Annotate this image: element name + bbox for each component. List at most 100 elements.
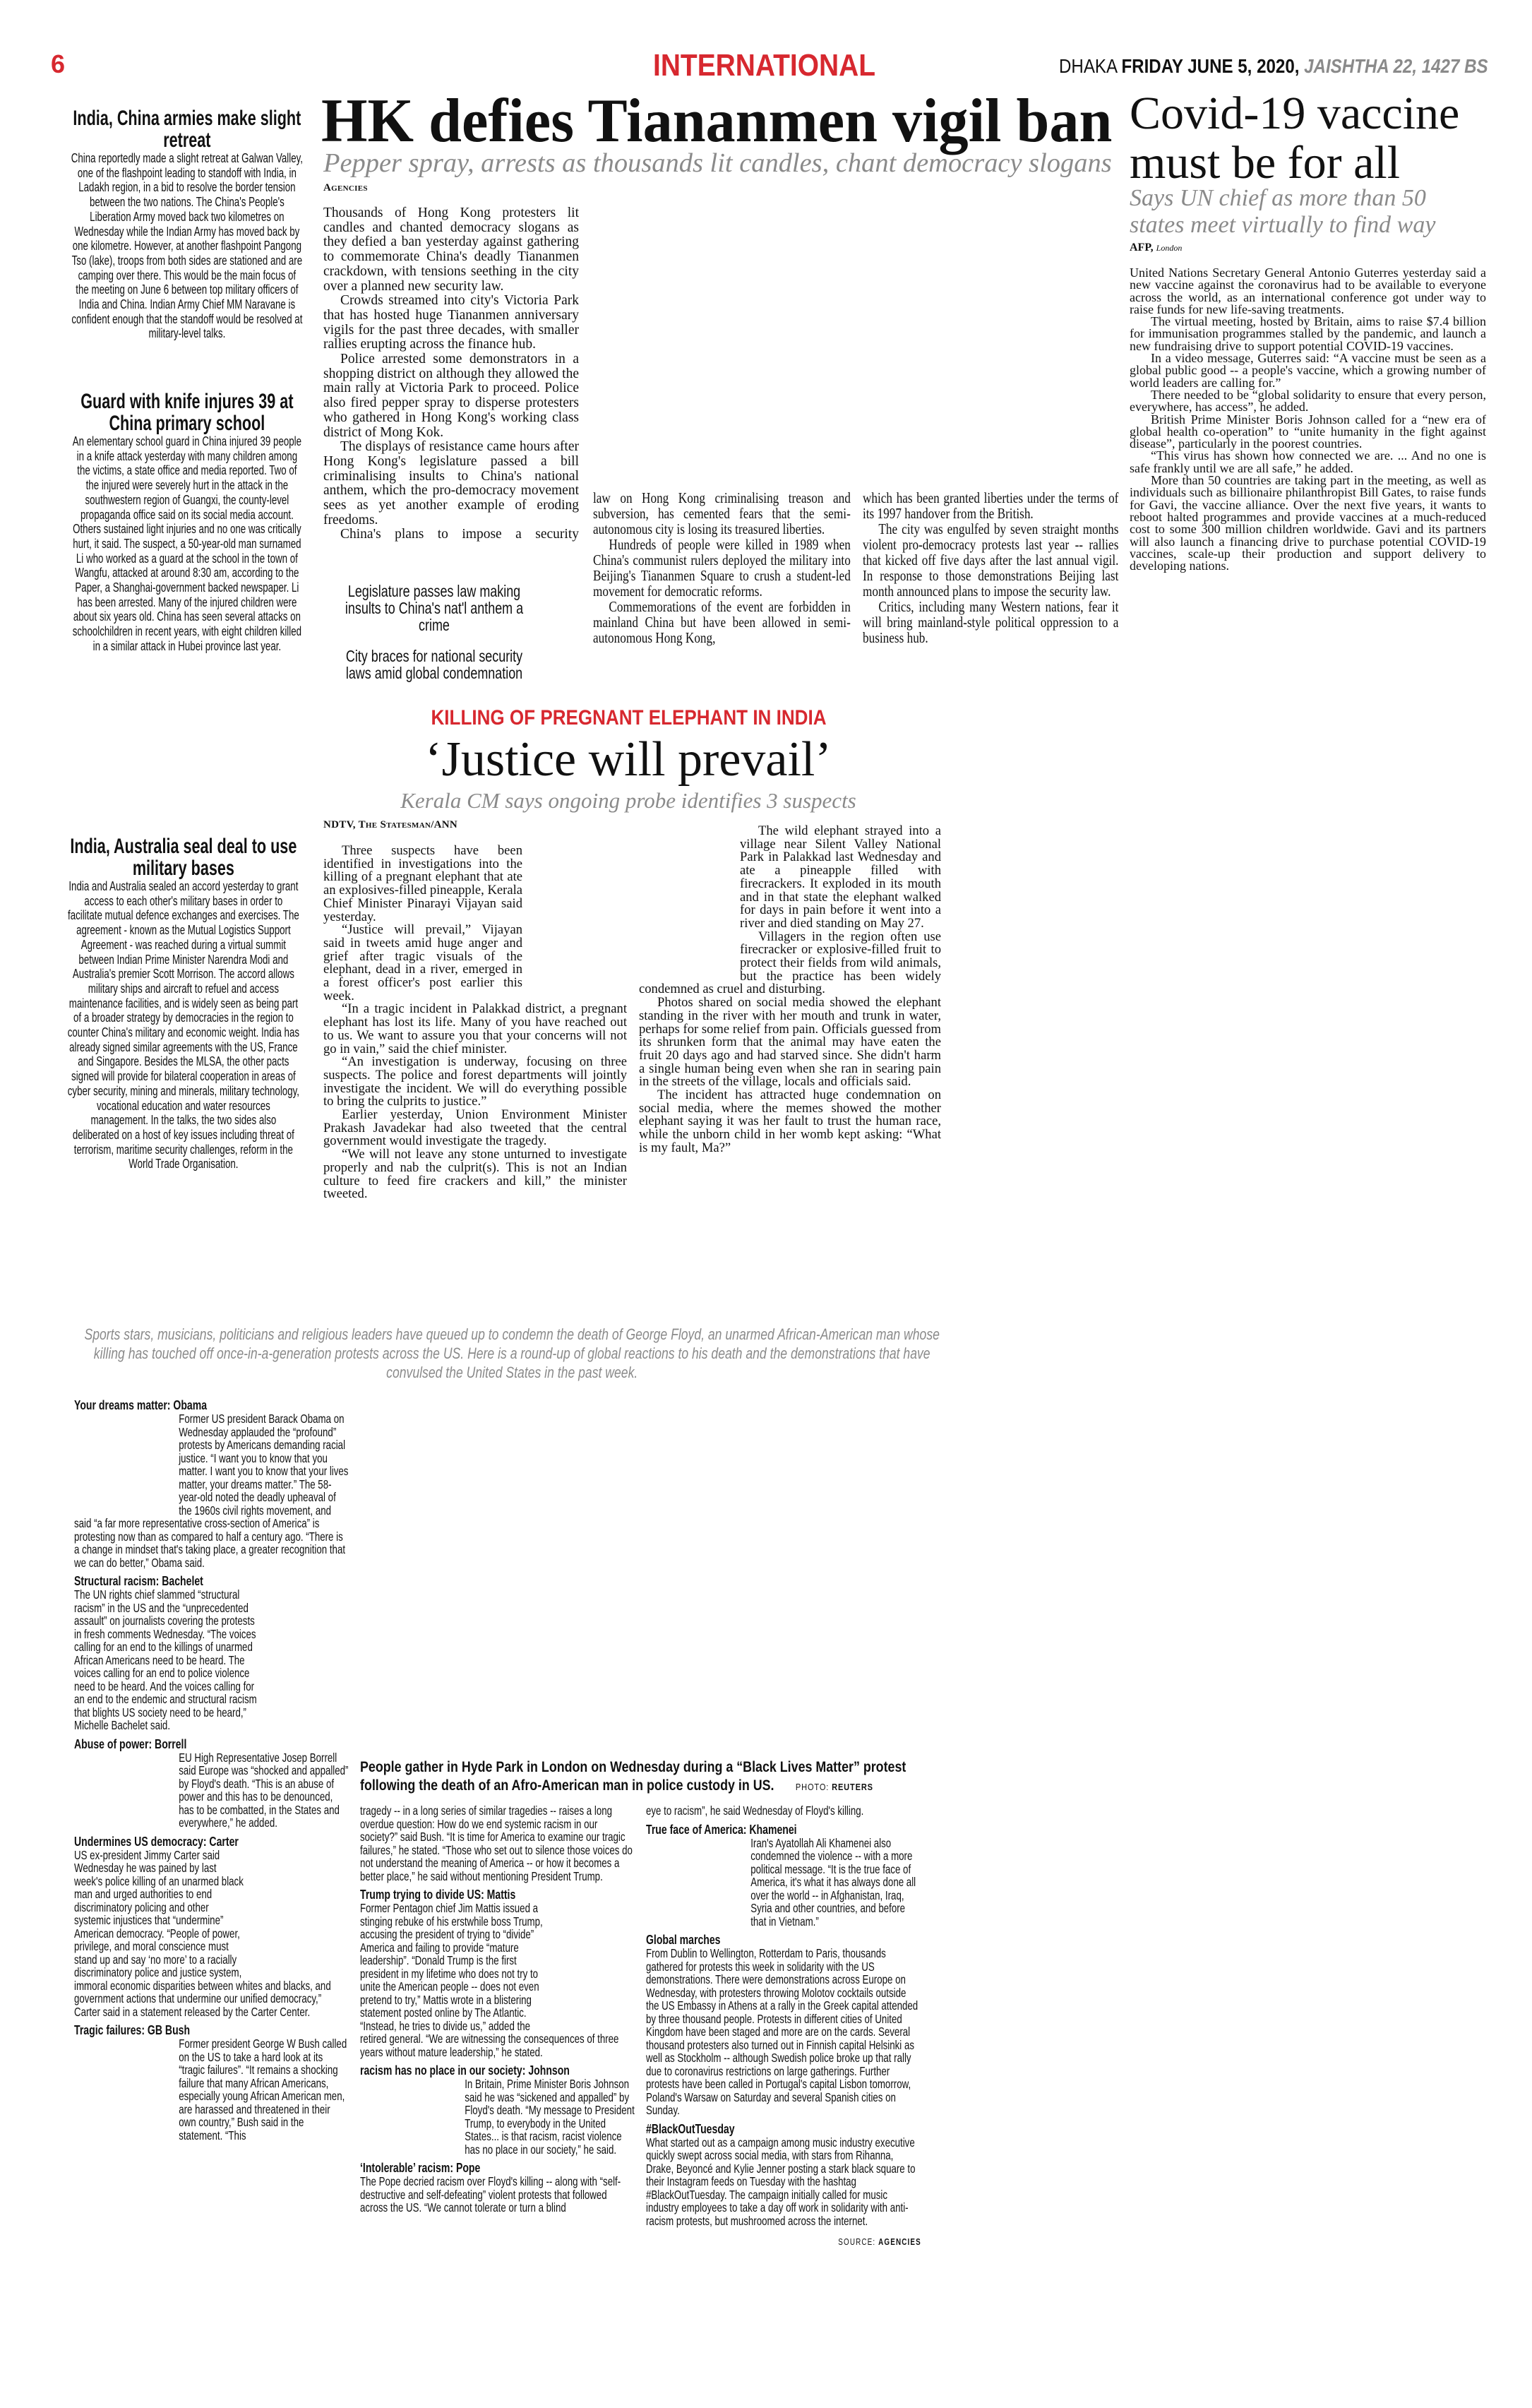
paragraph: In a video message, Guterres said: “A va… <box>1130 351 1486 390</box>
covid-headline: Covid-19 vaccine must be for all <box>1130 88 1460 189</box>
paragraph: Critics, including many Western nations,… <box>863 598 1119 646</box>
item-body: Former president George W Bush called on… <box>179 2037 347 2142</box>
hk-subheadline: Pepper spray, arrests as thousands lit c… <box>323 148 1112 178</box>
paragraph: Thousands of Hong Kong protesters lit ca… <box>323 205 579 294</box>
item-heading: #BlackOutTuesday <box>646 2121 735 2136</box>
paragraph: law on Hong Kong criminalising treason a… <box>593 489 851 537</box>
elephant-column-1: Three suspects have been identified in i… <box>323 843 627 1202</box>
elephant-subheadline: Kerala CM says ongoing probe identifies … <box>400 788 856 813</box>
paragraph: “Justice will prevail,” Vijayan said in … <box>323 922 522 1003</box>
hk-column-1: Thousands of Hong Kong protesters lit ca… <box>323 205 579 542</box>
item-heading: Structural racism: Bachelet <box>74 1573 203 1588</box>
paragraph: “An investigation is underway, focusing … <box>323 1054 627 1109</box>
brief-body: An elementary school guard in China inju… <box>72 434 302 653</box>
item-body: eye to racism”, he said Wednesday of Flo… <box>646 1804 864 1818</box>
paragraph: Earlier yesterday, Union Environment Min… <box>323 1107 627 1149</box>
hk-headline: HK defies Tiananmen vigil ban <box>321 87 1113 155</box>
paragraph: Villagers in the region often use firecr… <box>639 929 941 997</box>
item-heading: Tragic failures: GB Bush <box>74 2022 191 2037</box>
dateline: DHAKA FRIDAY JUNE 5, 2020, JAISHTHA 22, … <box>1059 55 1488 78</box>
paragraph: The wild elephant strayed into a village… <box>740 823 941 931</box>
dateline-bangla-date: JAISHTHA 22, 1427 BS <box>1304 55 1488 77</box>
photo-caption-text: People gather in Hyde Park in London on … <box>360 1759 906 1794</box>
hk-column-3: which has been granted liberties under t… <box>863 490 1118 645</box>
paragraph: The displays of resistance came hours af… <box>323 439 579 528</box>
paragraph: which has been granted liberties under t… <box>863 489 1119 522</box>
item-heading: Global marches <box>646 1932 721 1947</box>
covid-byline: AFP, London <box>1130 242 1182 254</box>
item-body: The UN rights chief slammed “structural … <box>74 1587 257 1732</box>
floyd-column-2: tragedy -- in a long series of similar t… <box>360 1804 635 2215</box>
paragraph: Commemorations of the event are forbidde… <box>593 598 851 646</box>
elephant-kicker: KILLING OF PREGNANT ELEPHANT IN INDIA <box>431 706 826 729</box>
item-body: tragedy -- in a long series of similar t… <box>360 1804 633 1883</box>
brief-headline: India, Australia seal deal to use milita… <box>70 835 297 880</box>
item-heading: True face of America: Khamenei <box>646 1821 797 1837</box>
item-body: US ex-president Jimmy Carter said Wednes… <box>74 1847 331 2019</box>
item-heading: Trump trying to divide US: Mattis <box>360 1887 516 1902</box>
brief-headline: India, China armies make slight retreat <box>73 107 301 152</box>
covid-subheadline: Says UN chief as more than 50 states mee… <box>1130 185 1436 238</box>
paragraph: “In a tragic incident in Palakkad distri… <box>323 1001 627 1056</box>
photo-caption: People gather in Hyde Park in London on … <box>360 1758 919 1796</box>
item-body: In Britain, Prime Minister Boris Johnson… <box>465 2077 635 2157</box>
brief-body: China reportedly made a slight retreat a… <box>71 150 303 341</box>
item-body: Former Pentagon chief Jim Mattis issued … <box>360 1901 619 2059</box>
dateline-date: FRIDAY JUNE 5, 2020, <box>1121 55 1305 77</box>
covid-agency: AFP, <box>1130 242 1154 254</box>
photo-credit-label: PHOTO: <box>795 1782 830 1792</box>
dateline-city: DHAKA <box>1059 55 1122 77</box>
source-label: SOURCE: <box>838 2236 876 2247</box>
paragraph: British Prime Minister Boris Johnson cal… <box>1130 412 1486 451</box>
page-number: 6 <box>51 49 66 78</box>
paragraph: “This virus has shown how connected we a… <box>1130 448 1486 475</box>
item-heading: ‘Intolerable’ racism: Pope <box>360 2160 481 2175</box>
covid-dateline: London <box>1156 243 1183 253</box>
item-body: Former US president Barack Obama on Wedn… <box>74 1412 349 1570</box>
floyd-column-3: eye to racism”, he said Wednesday of Flo… <box>646 1804 921 2249</box>
floyd-column-1: Your dreams matter: Obama Former US pres… <box>74 1398 349 2142</box>
paragraph: The virtual meeting, hosted by Britain, … <box>1130 314 1486 353</box>
photo-credit-source: REUTERS <box>832 1782 873 1792</box>
item-body: What started out as a campaign among mus… <box>646 2135 916 2228</box>
brief-india-china: India, China armies make slight retreat … <box>71 107 304 341</box>
paragraph: More than 50 countries are taking part i… <box>1130 473 1486 573</box>
paragraph: United Nations Secretary General Antonio… <box>1130 266 1486 316</box>
source-credit: SOURCE: AGENCIES <box>646 2236 921 2249</box>
hk-related-links: Legislature passes law making insults to… <box>311 583 558 681</box>
item-heading: racism has no place in our society: John… <box>360 2063 570 2078</box>
item-body: The Pope decried racism over Floyd's kil… <box>360 2174 621 2215</box>
item-body: Iran's Ayatollah Ali Khamenei also conde… <box>750 1835 916 1929</box>
brief-headline: Guard with knife injures 39 at China pri… <box>80 390 294 435</box>
elephant-byline: NDTV, The Statesman/ANN <box>323 819 458 830</box>
elephant-kicker-wrap: KILLING OF PREGNANT ELEPHANT IN INDIA <box>311 706 946 730</box>
floyd-intro: Sports stars, musicians, politicians and… <box>84 1325 940 1381</box>
hk-byline: Agencies <box>323 182 368 193</box>
paragraph: Photos shared on social media showed the… <box>639 995 941 1090</box>
related-link[interactable]: City braces for national security laws a… <box>345 647 523 682</box>
paragraph: There needed to be “global solidarity to… <box>1130 387 1486 415</box>
related-link[interactable]: Legislature passes law making insults to… <box>345 582 524 634</box>
paragraph: Crowds streamed into city's Victoria Par… <box>323 293 579 352</box>
item-body: From Dublin to Wellington, Rotterdam to … <box>646 1946 918 2117</box>
brief-india-australia: India, Australia seal deal to use milita… <box>67 835 300 1172</box>
photo-credit: PHOTO: REUTERS <box>796 1782 873 1792</box>
elephant-headline: ‘Justice will prevail’ <box>425 732 832 787</box>
item-heading: Your dreams matter: Obama <box>74 1397 208 1412</box>
item-body: EU High Representative Josep Borrell sai… <box>179 1750 349 1830</box>
section-title: INTERNATIONAL <box>653 48 876 83</box>
paragraph: Police arrested some demonstrators in a … <box>323 352 579 440</box>
hk-column-2: law on Hong Kong criminalising treason a… <box>593 490 851 645</box>
paragraph: The city was engulfed by seven straight … <box>863 520 1119 600</box>
elephant-column-2: The wild elephant strayed into a village… <box>639 823 941 1155</box>
paragraph: The incident has attracted huge condemna… <box>639 1087 941 1155</box>
paragraph: China's plans to impose a security <box>340 527 579 542</box>
covid-body: United Nations Secretary General Antonio… <box>1130 266 1486 573</box>
paragraph: “We will not leave any stone unturned to… <box>323 1147 627 1202</box>
paragraph: Three suspects have been identified in i… <box>323 843 522 924</box>
brief-china-school: Guard with knife injures 39 at China pri… <box>71 391 304 654</box>
brief-body: India and Australia sealed an accord yes… <box>67 878 300 1172</box>
item-heading: Abuse of power: Borrell <box>74 1736 187 1751</box>
source-value: AGENCIES <box>878 2236 921 2247</box>
paragraph: Hundreds of people were killed in 1989 w… <box>593 536 851 600</box>
